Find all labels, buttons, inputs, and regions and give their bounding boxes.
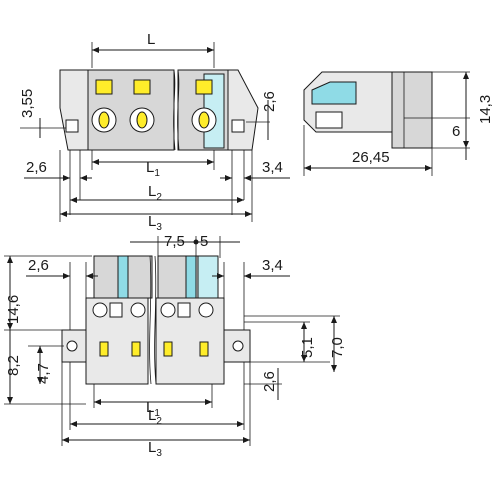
side-rear-block [391, 71, 433, 149]
dim-L2-top: L2 [148, 183, 162, 203]
dim-2-6-bottom-left: 2,6 [28, 257, 49, 274]
mount-hole [232, 340, 244, 352]
release-slide [185, 255, 197, 299]
yellow-tab [133, 79, 151, 95]
dim-14-3: 14,3 [477, 95, 494, 124]
dim-4-7: 4,7 [35, 363, 52, 384]
mount-hole [66, 340, 78, 352]
dim-6: 6 [452, 123, 460, 140]
yellow-tab [195, 79, 213, 95]
side-release-button [311, 81, 357, 105]
dim-8-2: 8,2 [5, 355, 22, 376]
yellow-lever [198, 111, 210, 129]
side-wire-slot [315, 111, 343, 129]
yellow-lever [199, 341, 209, 357]
dim-L-top: L [147, 31, 155, 48]
square-opening [109, 302, 123, 318]
dim-2-6-bottom-right: 2,6 [261, 371, 278, 392]
dim-L3-top: L3 [148, 213, 162, 233]
yellow-lever [99, 341, 109, 357]
test-hole [130, 302, 146, 318]
dim-L1-top: L1 [146, 159, 160, 179]
bottom-front-view: 7,5 5 14,6 2,6 3,4 8,2 4,7 [4, 233, 346, 459]
dim-3-55: 3,55 [19, 89, 36, 118]
dim-3-4: 3,4 [262, 159, 283, 176]
break-line [154, 255, 157, 385]
yellow-lever [131, 341, 141, 357]
yellow-lever [163, 341, 173, 357]
test-hole [160, 302, 176, 318]
mount-boss [231, 119, 245, 133]
yellow-lever [136, 111, 148, 129]
yellow-lever [98, 111, 110, 129]
test-hole [92, 302, 108, 318]
mount-boss [65, 119, 79, 133]
dim-5-1: 5,1 [299, 337, 316, 358]
break-line [173, 69, 176, 151]
release-slide [117, 255, 129, 299]
side-view: 14,3 6 26,45 [303, 71, 494, 176]
dim-2-6-left: 2,6 [26, 159, 47, 176]
dim-3-4-bottom: 3,4 [262, 257, 283, 274]
break-line [177, 69, 180, 151]
square-opening [177, 302, 191, 318]
dim-7-0: 7,0 [329, 337, 346, 358]
dim-5: 5 [200, 233, 208, 250]
yellow-tab [95, 79, 113, 95]
break-line [149, 255, 152, 385]
dim-7-5: 7,5 [164, 233, 185, 250]
test-hole [198, 302, 214, 318]
dim-2-6-right: 2,6 [261, 91, 278, 112]
right-flange [227, 69, 259, 151]
dim-26-45: 26,45 [352, 149, 390, 166]
dim-L2-bottom: L2 [148, 407, 162, 427]
dim-L1-bottom: L1 [146, 399, 160, 419]
left-flange [59, 69, 89, 151]
dim-L3-bottom: L3 [148, 439, 162, 459]
top-front-view: L 3,55 2,6 2,6 3,4 L1 [19, 31, 290, 233]
dim-14-6: 14,6 [5, 295, 22, 324]
